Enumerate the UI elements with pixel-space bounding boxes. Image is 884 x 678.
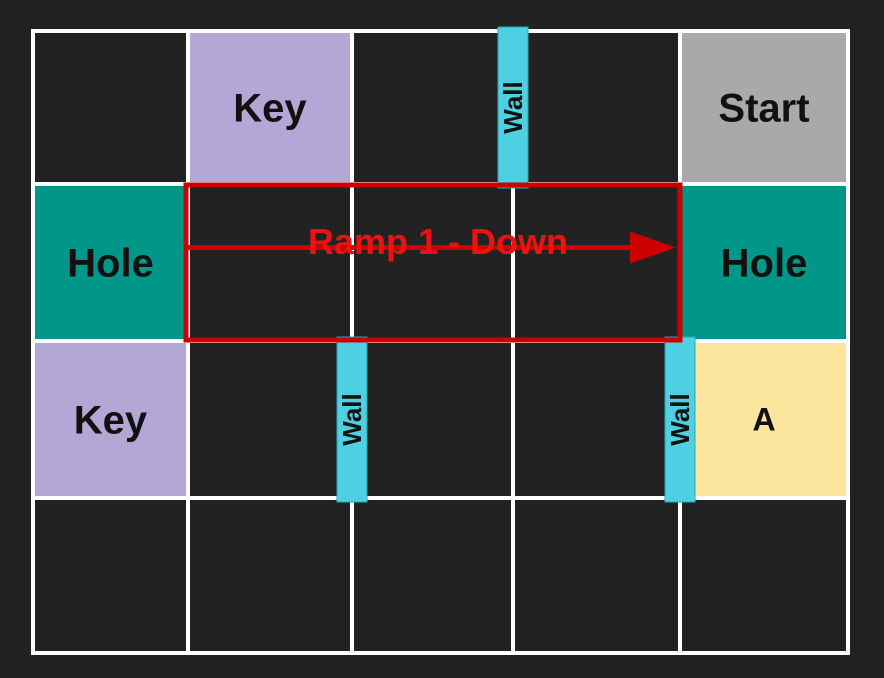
cell-label-start: Start: [718, 87, 809, 131]
ramp-label: Ramp 1 - Down: [308, 221, 568, 262]
cell-label-hole: Hole: [67, 242, 154, 286]
cell-key: [190, 33, 350, 182]
wall-bar: [497, 26, 529, 189]
ramp-layer: Ramp 1 - Down: [183, 182, 683, 343]
cell-label-goal: A: [752, 402, 775, 438]
wall-label: Wall: [337, 393, 367, 445]
wall-label: Wall: [665, 393, 695, 445]
cells-layer: [35, 33, 846, 496]
ramp-outline: [183, 182, 683, 343]
cell-goal: [682, 343, 846, 496]
wall-bar: [664, 336, 696, 503]
cell-label-key: Key: [74, 399, 148, 443]
cell-start: [682, 33, 846, 182]
wall-label: Wall: [498, 81, 528, 133]
cell-label-hole: Hole: [721, 242, 808, 286]
cell-key: [35, 343, 186, 496]
cell-label-key: Key: [233, 87, 307, 131]
ramp-arrow-head: [630, 231, 676, 264]
cell-hole: [35, 186, 186, 339]
wall-bar: [336, 336, 368, 503]
cell-hole: [682, 186, 846, 339]
